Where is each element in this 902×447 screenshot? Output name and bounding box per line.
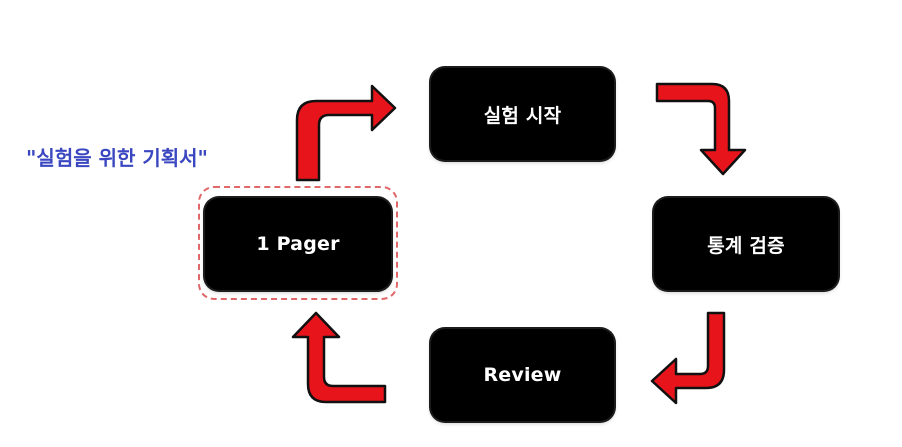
node-review-label: Review	[483, 364, 562, 386]
node-one-pager-label: 1 Pager	[256, 233, 340, 255]
node-experiment-start: 실험 시작	[431, 68, 614, 160]
arrow-stats-to-review	[650, 311, 726, 405]
arrow-start-to-stats	[655, 82, 747, 176]
arrow-review-to-pager	[291, 311, 387, 404]
arrow-pager-to-start	[295, 84, 397, 182]
node-review: Review	[431, 329, 614, 421]
node-experiment-start-label: 실험 시작	[483, 104, 562, 127]
pager-highlight-frame	[198, 186, 398, 300]
node-statistical-validation-label: 통계 검증	[707, 234, 785, 257]
annotation-label: "실험을 위한 기획서"	[26, 146, 208, 170]
node-statistical-validation: 통계 검증	[654, 198, 838, 290]
node-one-pager: 1 Pager	[205, 198, 391, 290]
